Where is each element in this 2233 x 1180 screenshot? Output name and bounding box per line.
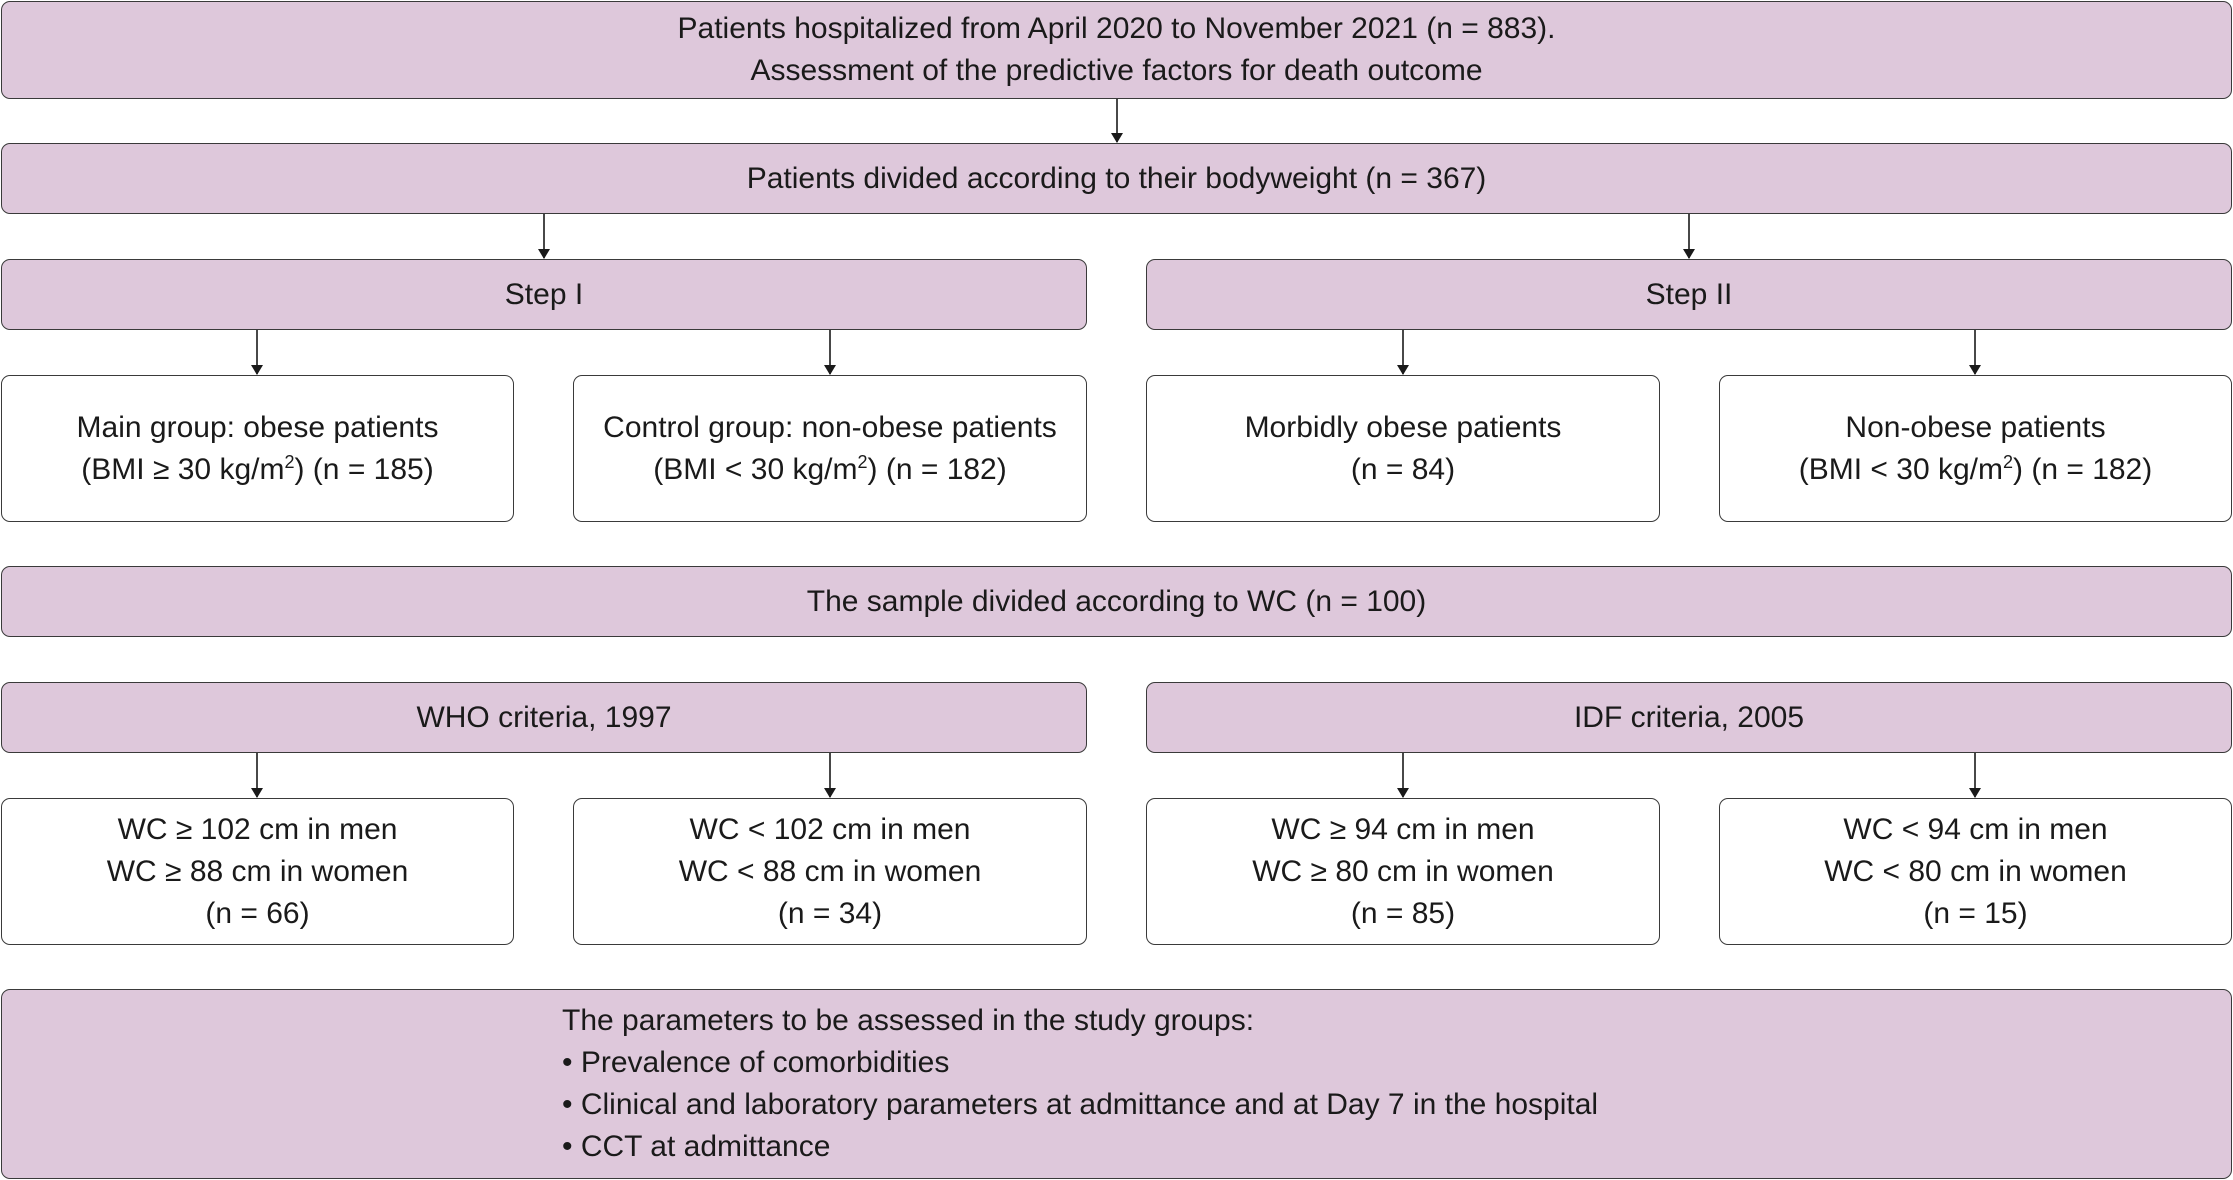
control-group-criteria: (BMI < 30 kg/m2) (n = 182) — [653, 451, 1007, 486]
main-group-criteria: (BMI ≥ 30 kg/m2) (n = 185) — [81, 451, 434, 486]
morbidly-obese-title: Morbidly obese patients — [1244, 410, 1562, 444]
parameters-item-clinical: • Clinical and laboratory parameters at … — [562, 1088, 1599, 1121]
who-low-count: (n = 34) — [777, 896, 883, 930]
idf-low-wc-box: WC < 94 cm in men WC < 80 cm in women (n… — [1719, 798, 2232, 945]
control-group-box: Control group: non-obese patients (BMI <… — [573, 375, 1087, 522]
main-group-title: Main group: obese patients — [76, 410, 439, 444]
who-low-men: WC < 102 cm in men — [689, 812, 971, 846]
who-high-men: WC ≥ 102 cm in men — [117, 812, 398, 846]
non-obese-title: Non-obese patients — [1845, 410, 2106, 444]
who-criteria-box: WHO criteria, 1997 — [1, 682, 1087, 753]
parameters-box: The parameters to be assessed in the stu… — [1, 989, 2232, 1179]
bodyweight-box: Patients divided according to their body… — [1, 143, 2232, 214]
idf-high-men: WC ≥ 94 cm in men — [1271, 812, 1535, 846]
hospitalized-patients-text: Patients hospitalized from April 2020 to… — [677, 12, 1556, 45]
step-1-box: Step I — [1, 259, 1087, 330]
idf-low-women: WC < 80 cm in women — [1824, 854, 2127, 888]
step-2-label: Step II — [1645, 277, 1733, 311]
who-low-wc-box: WC < 102 cm in men WC < 88 cm in women (… — [573, 798, 1087, 945]
idf-low-count: (n = 15) — [1923, 896, 2028, 930]
morbidly-obese-box: Morbidly obese patients (n = 84) — [1146, 375, 1660, 522]
non-obese-criteria: (BMI < 30 kg/m2) (n = 182) — [1798, 451, 2153, 486]
step-2-box: Step II — [1146, 259, 2232, 330]
parameters-item-cct: • CCT at admittance — [562, 1130, 831, 1163]
idf-criteria-box: IDF criteria, 2005 — [1146, 682, 2232, 753]
who-high-count: (n = 66) — [205, 896, 310, 930]
who-high-wc-box: WC ≥ 102 cm in men WC ≥ 88 cm in women (… — [1, 798, 514, 945]
step-1-label: Step I — [504, 277, 584, 311]
idf-high-wc-box: WC ≥ 94 cm in men WC ≥ 80 cm in women (n… — [1146, 798, 1660, 945]
idf-low-men: WC < 94 cm in men — [1843, 812, 2108, 846]
parameters-heading: The parameters to be assessed in the stu… — [562, 1004, 1255, 1037]
bodyweight-text: Patients divided according to their body… — [746, 161, 1487, 195]
who-criteria-label: WHO criteria, 1997 — [416, 700, 672, 734]
idf-criteria-label: IDF criteria, 2005 — [1573, 700, 1805, 734]
idf-high-women: WC ≥ 80 cm in women — [1252, 854, 1554, 888]
control-group-title: Control group: non-obese patients — [603, 410, 1057, 444]
morbidly-obese-count: (n = 84) — [1350, 452, 1456, 486]
who-low-women: WC < 88 cm in women — [678, 854, 982, 888]
wc-sample-box: The sample divided according to WC (n = … — [1, 566, 2232, 637]
who-high-women: WC ≥ 88 cm in women — [106, 854, 409, 888]
main-group-box: Main group: obese patients (BMI ≥ 30 kg/… — [1, 375, 514, 522]
assessment-text: Assessment of the predictive factors for… — [750, 54, 1483, 87]
wc-sample-text: The sample divided according to WC (n = … — [806, 584, 1427, 618]
hospitalized-patients-box: Patients hospitalized from April 2020 to… — [1, 1, 2232, 99]
idf-high-count: (n = 85) — [1350, 896, 1456, 930]
non-obese-box: Non-obese patients (BMI < 30 kg/m2) (n =… — [1719, 375, 2232, 522]
parameters-item-comorbidities: • Prevalence of comorbidities — [562, 1046, 950, 1079]
